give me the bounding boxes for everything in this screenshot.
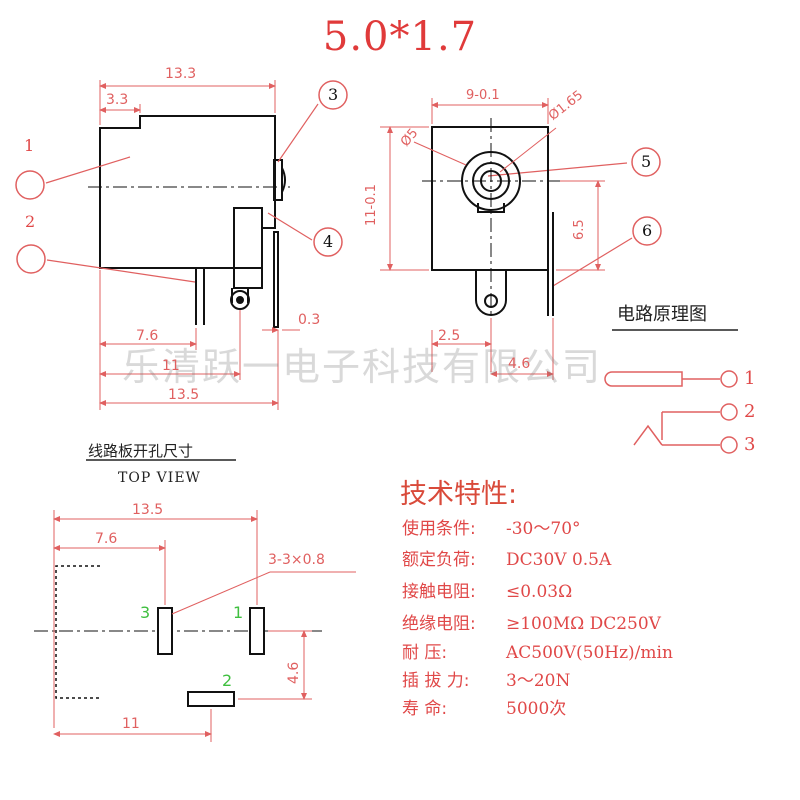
- pcb-dim-11: 11: [122, 716, 140, 732]
- schematic-title: 电路原理图: [617, 304, 707, 325]
- spec-row: 额定负荷: DC30V 0.5A: [402, 545, 611, 570]
- spec-value: AC500V(50Hz)/min: [506, 643, 673, 663]
- callout-5: 5: [641, 152, 652, 171]
- callout-1: 1: [24, 136, 35, 155]
- front-view-dims: [380, 98, 605, 380]
- spec-label: 插 拔 力:: [402, 671, 470, 691]
- callout-2: 2: [25, 212, 36, 231]
- pcb-dim-hole: 3-3×0.8: [268, 552, 325, 568]
- spec-value: -30～70°: [506, 519, 581, 539]
- schematic-pin-3: 3: [744, 434, 756, 455]
- front-view: [431, 126, 554, 316]
- spec-row: 接触电阻: ≤0.03Ω: [402, 577, 572, 602]
- pcb-title: 线路板开孔尺寸: [88, 442, 194, 460]
- spec-row: 耐 压: AC500V(50Hz)/min: [402, 638, 673, 663]
- side-view: [99, 115, 286, 328]
- dim-4-6: 4.6: [508, 356, 531, 372]
- pcb-subtitle: TOP VIEW: [118, 470, 201, 486]
- spec-label: 使用条件:: [402, 519, 476, 539]
- callout-circles: [15, 80, 662, 274]
- spec-row: 绝缘电阻: ≥100MΩ DC250V: [402, 609, 661, 634]
- pcb-pin-3-label: 3: [140, 603, 151, 622]
- callout-4: 4: [323, 232, 334, 251]
- pcb-layout: [34, 459, 356, 742]
- pcb-dim-7-6: 7.6: [95, 531, 118, 547]
- callout-lines: [45, 103, 633, 287]
- dim-11: 11: [162, 358, 180, 374]
- pcb-dim-13-5: 13.5: [132, 502, 164, 518]
- schematic-pin-2: 2: [744, 401, 756, 422]
- dim-13-5: 13.5: [168, 387, 200, 403]
- callout-6: 6: [642, 221, 653, 240]
- spec-row: 寿 命: 5000次: [402, 694, 566, 719]
- spec-row: 插 拔 力: 3～20N: [402, 666, 570, 691]
- specs-title: 技术特性:: [400, 479, 518, 510]
- dim-3-3: 3.3: [106, 92, 129, 108]
- dim-9: 9-0.1: [466, 88, 500, 103]
- company-watermark: 乐清跃一电子科技有限公司: [122, 345, 603, 389]
- dim-13-3: 13.3: [165, 66, 197, 82]
- front-view-centerlines: [422, 118, 560, 318]
- dim-2-5: 2.5: [438, 328, 461, 344]
- spec-value: 5000次: [506, 699, 567, 719]
- callout-3: 3: [328, 85, 339, 104]
- pcb-pin-1-label: 1: [233, 603, 244, 622]
- spec-row: 使用条件: -30～70°: [402, 514, 581, 539]
- dim-6-5: 6.5: [572, 219, 587, 240]
- spec-label: 耐 压:: [402, 643, 448, 663]
- drawing-title: 5.0*1.7: [322, 14, 478, 60]
- spec-value: ≥100MΩ DC250V: [506, 614, 661, 634]
- spec-value: DC30V 0.5A: [506, 550, 612, 570]
- pcb-dim-4-6: 4.6: [286, 661, 302, 684]
- schematic: [604, 329, 738, 454]
- spec-value: ≤0.03Ω: [506, 582, 573, 602]
- dim-0-3: 0.3: [298, 312, 321, 328]
- spec-label: 寿 命:: [402, 699, 448, 719]
- dim-11-front: 11-0.1: [364, 184, 379, 226]
- spec-label: 额定负荷:: [402, 550, 476, 570]
- side-view-dims: [99, 80, 300, 410]
- spec-label: 接触电阻:: [402, 582, 476, 602]
- spec-label: 绝缘电阻:: [402, 614, 476, 634]
- spec-value: 3～20N: [506, 671, 571, 691]
- pcb-pin-2-label: 2: [222, 671, 233, 690]
- schematic-pin-1: 1: [744, 368, 756, 389]
- dim-7-6: 7.6: [136, 328, 159, 344]
